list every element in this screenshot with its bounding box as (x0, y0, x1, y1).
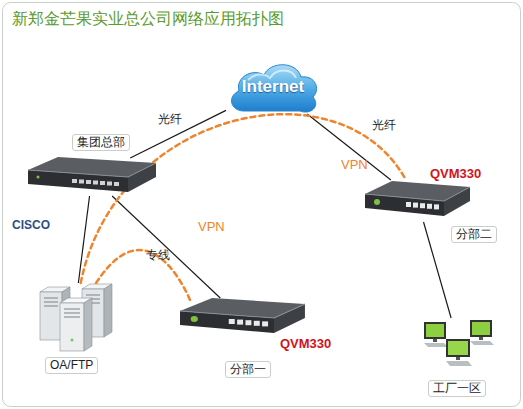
router-device-part (79, 180, 84, 184)
server-tower-part (104, 284, 112, 337)
server-group: OA/FTP (35, 283, 113, 351)
model-label: QVM330 (280, 336, 331, 351)
gateway-device-part (237, 320, 243, 325)
router-device-part (100, 181, 105, 185)
router-device-part (37, 176, 40, 179)
server-tower-part (44, 298, 58, 299)
workstation-part (424, 322, 446, 339)
link-label: 光纤 (158, 112, 182, 126)
server-tower-part (40, 292, 62, 340)
router-device (28, 157, 156, 192)
server-tower-part (64, 313, 80, 314)
workstation-part (448, 341, 468, 355)
workstation-part (479, 337, 483, 340)
gateway-device (365, 181, 470, 216)
brand-label: CISCO (12, 218, 50, 232)
router-device-part (93, 181, 98, 185)
vpn-label: VPN (198, 220, 225, 234)
network-link (130, 110, 226, 158)
site-label: 分部二 (451, 226, 497, 243)
gateway-device-part (406, 202, 411, 207)
gateway-device-part (427, 204, 432, 209)
gateway-device-part (365, 187, 470, 201)
gateway-device-part (191, 316, 198, 322)
workstation-part (456, 357, 460, 360)
link-label: 光纤 (372, 118, 396, 132)
network-link (112, 196, 220, 298)
site-label: 工厂一区 (428, 380, 486, 397)
gateway-device (180, 298, 305, 333)
gateway-device-part (274, 304, 305, 333)
workstation-part (470, 320, 492, 337)
frame (3, 3, 521, 407)
router-device-part (28, 163, 156, 177)
branch-gateway: QVM330分部二 (365, 180, 470, 222)
gateway-device-part (180, 304, 305, 318)
server-tower-part (44, 306, 58, 307)
site-label: 分部一 (225, 361, 271, 378)
gateway-device-part (434, 204, 439, 209)
workstation (470, 320, 494, 345)
gateway-device-part (245, 320, 251, 325)
workstation-part (424, 343, 448, 347)
vpn-label: VPN (341, 158, 368, 172)
gateway-device-part (262, 321, 268, 326)
gateway-device-part (420, 203, 425, 208)
internet-cloud: Internet (226, 60, 320, 114)
router-device-part (107, 182, 112, 186)
server-tower-part (44, 302, 58, 303)
gateway-device-part (254, 321, 260, 326)
gateway-device-part (374, 199, 380, 205)
workstation-part (433, 339, 437, 342)
router-device-part (86, 180, 91, 184)
hq-router: 集团总部CISCO (28, 158, 156, 196)
cloud-label: Internet (226, 77, 320, 97)
workstation-part (426, 324, 444, 337)
site-label: 集团总部 (72, 134, 130, 151)
model-label: QVM330 (430, 166, 481, 181)
gateway-device-part (444, 187, 470, 216)
workstation-group: 工厂一区 (420, 318, 498, 373)
server-tower-part (64, 309, 80, 310)
server-tower-part (84, 298, 92, 351)
router-device-part (114, 182, 119, 186)
workstation (424, 322, 448, 347)
workstation-part (446, 361, 472, 366)
router-device-part (72, 179, 77, 183)
server-tower-part (86, 295, 100, 296)
server-tower (60, 298, 92, 351)
gateway-device-part (413, 203, 418, 208)
network-link (424, 222, 452, 318)
server-tower-part (64, 317, 80, 318)
workstation-part (472, 322, 490, 335)
diagram-title: 新郑金芒果实业总公司网络应用拓扑图 (12, 9, 284, 29)
server-tower-part (71, 339, 74, 342)
router-device-part (128, 163, 156, 192)
workstation-part (446, 339, 470, 357)
server-tower-part (60, 303, 84, 351)
gateway-device-part (229, 319, 235, 324)
workstation-part (470, 341, 494, 345)
link-label: 专线 (146, 248, 170, 262)
workstation (446, 339, 472, 366)
server-label: OA/FTP (45, 357, 98, 374)
branch-gateway: QVM330分部一 (180, 298, 305, 340)
